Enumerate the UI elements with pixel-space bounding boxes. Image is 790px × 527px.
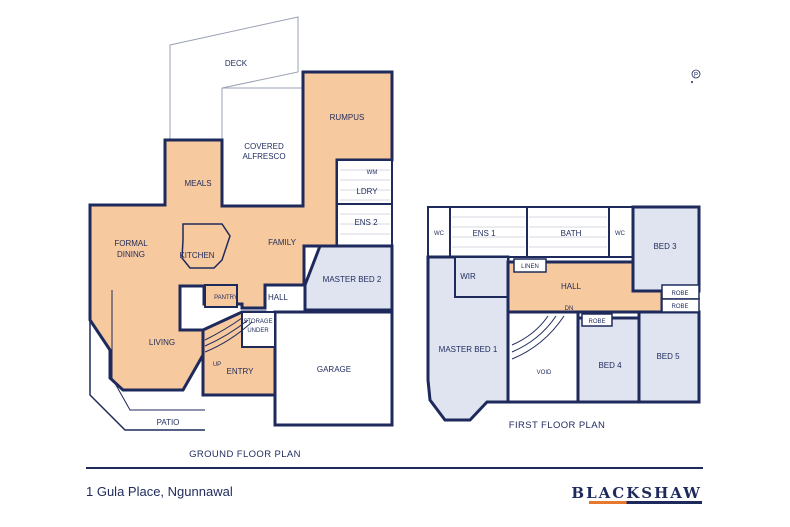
label-wir: WIR	[460, 272, 476, 281]
property-address: 1 Gula Place, Ngunnawal	[86, 484, 233, 499]
label-pantry: PANTRY	[214, 295, 238, 301]
pantry-room	[204, 284, 238, 308]
label-living: LIVING	[149, 338, 175, 347]
label-bed5: BED 5	[656, 352, 680, 361]
label-robe-1: ROBE	[671, 291, 688, 297]
patio-outline	[89, 285, 205, 431]
patio-outline-inner	[111, 290, 205, 411]
label-garage: GARAGE	[317, 365, 351, 374]
kitchen-island	[181, 223, 231, 269]
bath-room	[526, 206, 610, 258]
first-labels: WC ENS 1 BATH WC BED 3 LINEN HALL WIR RO…	[434, 229, 689, 376]
label-ens2: ENS 2	[354, 218, 378, 227]
label-void: VOID	[537, 370, 552, 376]
label-wc-2: WC	[615, 231, 626, 237]
first-floor-caption: FIRST FLOOR PLAN	[509, 420, 606, 431]
compass-marker-icon: P	[691, 69, 701, 83]
wet-area-tiles	[452, 216, 607, 248]
living-zone	[88, 70, 394, 392]
master-bed-2-room	[303, 244, 394, 312]
label-wc-1: WC	[434, 231, 445, 237]
label-ldry: LDRY	[356, 187, 378, 196]
bed-4-room	[576, 316, 641, 404]
void-area	[506, 310, 580, 404]
label-wm: WM	[367, 170, 378, 176]
label-robe-3: ROBE	[588, 319, 605, 325]
storage-under-room	[241, 311, 276, 348]
ground-labels: DECK RUMPUS COVERED ALFRESCO MEALS WM LD…	[114, 59, 382, 427]
wir-room	[454, 256, 509, 298]
garage-room	[273, 310, 394, 427]
footer-divider	[86, 467, 703, 469]
label-alfresco: ALFRESCO	[242, 152, 285, 161]
label-meals: MEALS	[184, 179, 211, 188]
laundry-room	[336, 159, 393, 205]
label-hall-first: HALL	[561, 282, 582, 291]
label-rumpus: RUMPUS	[330, 113, 365, 122]
label-dining: DINING	[117, 250, 145, 259]
label-linen: LINEN	[521, 264, 539, 270]
linen-cupboard	[513, 258, 547, 273]
bed-5-room	[637, 310, 701, 404]
label-ens1: ENS 1	[472, 229, 496, 238]
label-formal: FORMAL	[114, 239, 148, 248]
svg-text:P: P	[694, 73, 698, 79]
label-kitchen: KITCHEN	[179, 251, 214, 260]
label-master-bed-1: MASTER BED 1	[439, 345, 498, 354]
label-covered: COVERED	[244, 142, 284, 151]
robe-bed4	[581, 313, 613, 327]
ground-stairs	[204, 317, 253, 353]
label-master-bed-2: MASTER BED 2	[323, 275, 382, 284]
ensuite-1-room	[449, 206, 528, 258]
first-stairs	[511, 315, 565, 360]
label-storage: STORAGE	[243, 319, 272, 325]
brand-underline	[589, 501, 702, 504]
label-family: FAMILY	[268, 238, 297, 247]
ground-floor-caption: GROUND FLOOR PLAN	[189, 449, 301, 460]
laundry-tiles	[340, 169, 390, 235]
label-entry: ENTRY	[227, 367, 255, 376]
label-patio: PATIO	[157, 418, 180, 427]
brand-logo: BLACKSHAW	[571, 484, 702, 502]
label-deck: DECK	[225, 59, 248, 68]
label-up: UP	[213, 362, 221, 368]
label-dn: DN	[565, 306, 574, 312]
ensuite-2-room	[336, 203, 393, 247]
robe-bed5	[661, 298, 700, 313]
label-bed3: BED 3	[653, 242, 677, 251]
label-bath: BATH	[561, 229, 582, 238]
label-hall-ground: HALL	[268, 293, 289, 302]
label-under: UNDER	[247, 328, 269, 334]
label-robe-2: ROBE	[671, 304, 688, 310]
label-bed4: BED 4	[598, 361, 622, 370]
